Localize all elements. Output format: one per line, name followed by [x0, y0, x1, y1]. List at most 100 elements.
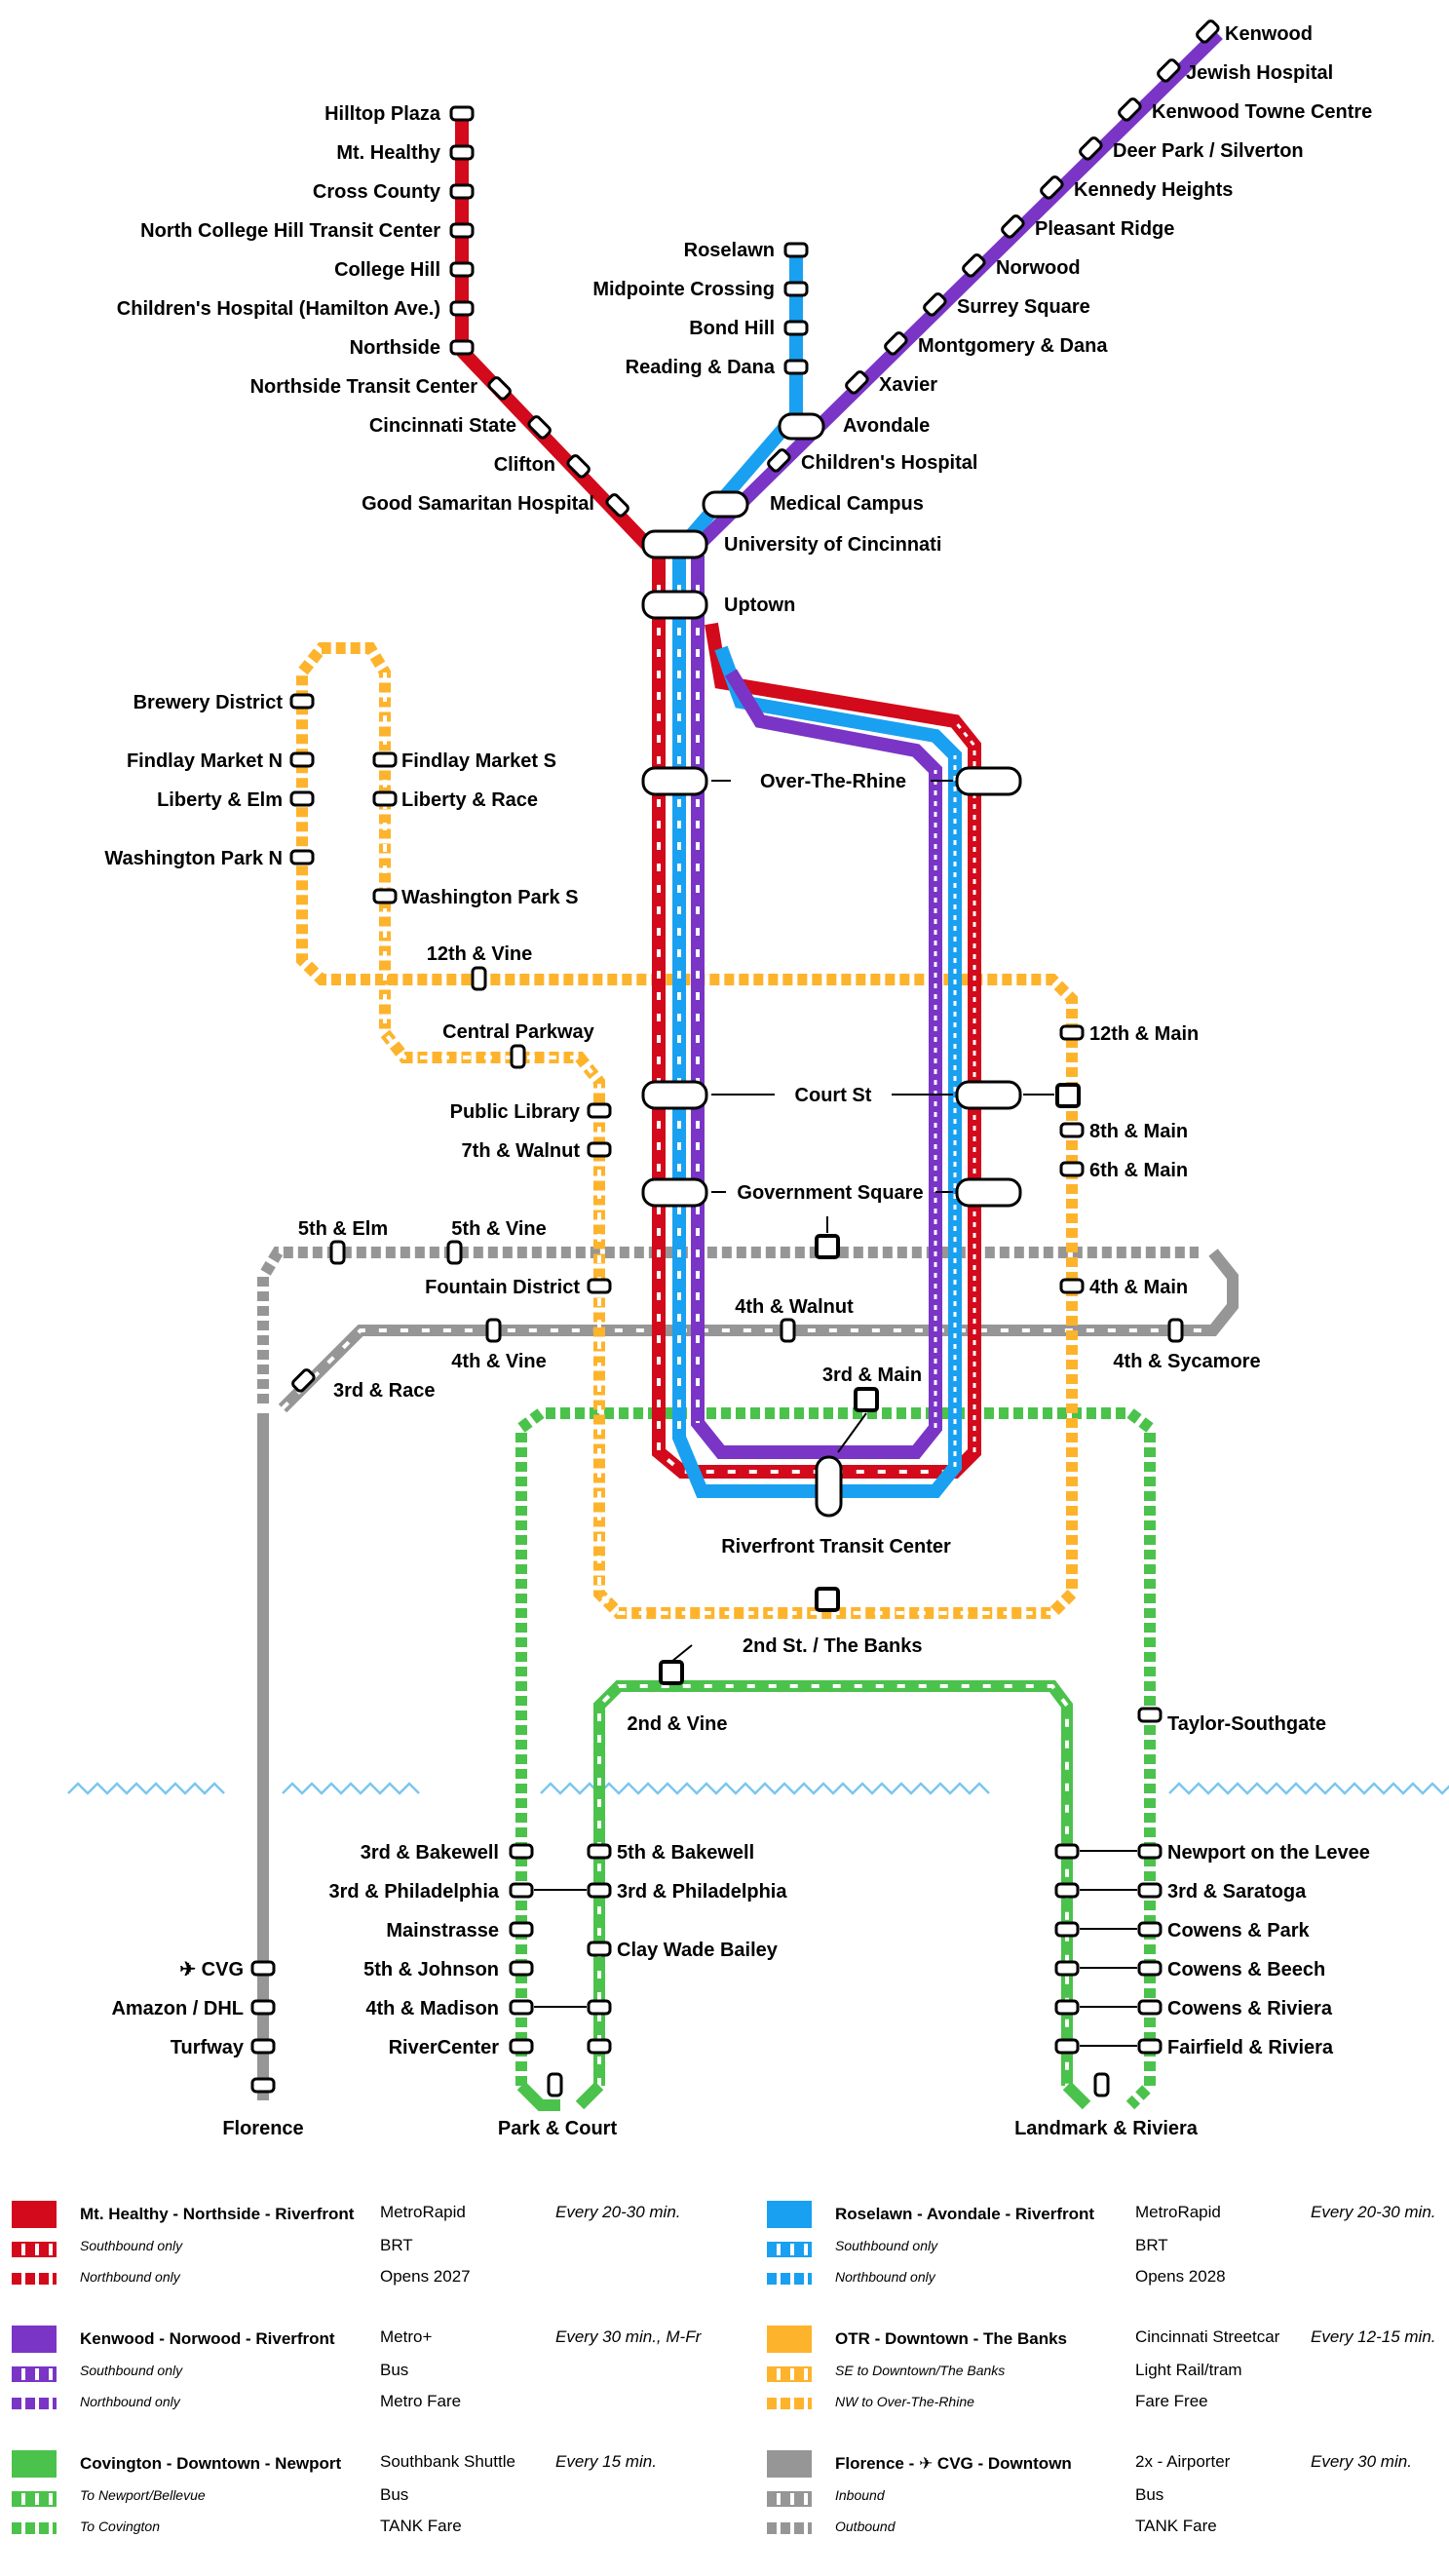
legend-swatch — [12, 2201, 57, 2228]
legend-swatch — [12, 2450, 57, 2478]
label-gov-square: Government Square — [737, 1182, 923, 1204]
label-fifth-elm: 5th & Elm — [298, 1218, 388, 1240]
legend-mode: Bus — [380, 2485, 409, 2504]
legend-mode: BRT — [380, 2236, 413, 2254]
label-childrens-hamilton: Children's Hospital (Hamilton Ave.) — [117, 298, 440, 320]
label-jewish-hospital: Jewish Hospital — [1186, 62, 1333, 84]
label-kenwood-towne: Kenwood Towne Centre — [1152, 101, 1372, 123]
label-seventh-walnut: 7th & Walnut — [462, 1140, 581, 1162]
label-park-court: Park & Court — [498, 2118, 618, 2139]
label-sixth-main: 6th & Main — [1089, 1160, 1188, 1181]
label-reading-dana: Reading & Dana — [626, 357, 776, 378]
transfer-connectors — [534, 780, 1137, 2047]
legend-direction-2: Northbound only — [835, 2269, 935, 2285]
legend-direction-2: NW to Over-The-Rhine — [835, 2394, 974, 2409]
label-pleasant-ridge: Pleasant Ridge — [1035, 218, 1174, 240]
label-deer-park: Deer Park / Silverton — [1113, 140, 1304, 162]
legend-direction-1: To Newport/Bellevue — [80, 2487, 206, 2503]
label-second-banks: 2nd St. / The Banks — [743, 1635, 922, 1657]
label-brewery-district: Brewery District — [133, 692, 284, 713]
ohio-river — [67, 1782, 1449, 1795]
label-college-hill: College Hill — [334, 259, 440, 281]
route-gray-airporter — [257, 1247, 1239, 2100]
label-florence: Florence — [222, 2118, 303, 2139]
label-central-parkway: Central Parkway — [442, 1021, 595, 1043]
label-third-philadelphia-w: 3rd & Philadelphia — [329, 1881, 500, 1903]
label-fourth-madison: 4th & Madison — [365, 1998, 499, 2019]
legend-fare: Opens 2027 — [380, 2267, 471, 2286]
legend-swatch — [767, 2201, 812, 2228]
label-fifth-bakewell: 5th & Bakewell — [617, 1842, 754, 1864]
legend-direction-2: Northbound only — [80, 2269, 180, 2285]
legend-service: MetroRapid — [380, 2203, 466, 2221]
label-otr: Over-The-Rhine — [760, 771, 906, 792]
label-midpointe: Midpointe Crossing — [592, 279, 775, 300]
label-cvg: ✈ CVG — [179, 1959, 244, 1980]
legend-direction-1: Southbound only — [80, 2238, 183, 2253]
label-liberty-elm: Liberty & Elm — [157, 789, 283, 811]
legend-mode: Bus — [380, 2361, 409, 2379]
legend-mini-swatch-1 — [767, 2491, 812, 2507]
legend-frequency: Every 30 min., M-Fr — [555, 2327, 702, 2346]
legend-route-name: Covington - Downtown - Newport — [80, 2454, 342, 2473]
label-kennedy-heights: Kennedy Heights — [1074, 179, 1233, 201]
label-third-main: 3rd & Main — [822, 1365, 922, 1386]
legend-direction-2: Northbound only — [80, 2394, 180, 2409]
legend-fare: Opens 2028 — [1135, 2267, 1226, 2286]
legend-direction-2: To Covington — [80, 2518, 160, 2534]
label-avondale: Avondale — [843, 415, 930, 437]
legend-mini-swatch-2 — [12, 2522, 57, 2534]
legend-mini-swatch-1 — [12, 2366, 57, 2382]
transit-map: Hilltop Plaza Mt. Healthy Cross County N… — [67, 19, 1449, 2139]
legend-route-name: Florence - ✈ CVG - Downtown — [835, 2454, 1072, 2473]
legend-fare: TANK Fare — [1135, 2517, 1217, 2535]
label-second-vine: 2nd & Vine — [628, 1713, 728, 1735]
legend-frequency: Every 20-30 min. — [555, 2203, 681, 2221]
legend-mode: Light Rail/tram — [1135, 2361, 1242, 2379]
label-northside: Northside — [350, 337, 440, 359]
label-childrens-hospital: Children's Hospital — [801, 452, 977, 474]
label-landmark-riviera: Landmark & Riviera — [1014, 2118, 1199, 2139]
legend-mini-swatch-2 — [12, 2398, 57, 2409]
legend-mode: BRT — [1135, 2236, 1168, 2254]
label-cowens-beech: Cowens & Beech — [1167, 1959, 1325, 1980]
legend-mini-swatch-2 — [767, 2398, 812, 2409]
legend-frequency: Every 20-30 min. — [1311, 2203, 1436, 2221]
label-northside-tc: Northside Transit Center — [250, 376, 478, 398]
label-third-saratoga: 3rd & Saratoga — [1167, 1881, 1307, 1903]
label-fourth-vine: 4th & Vine — [451, 1351, 546, 1372]
label-eighth-main: 8th & Main — [1089, 1121, 1188, 1142]
label-kenwood: Kenwood — [1225, 23, 1313, 45]
legend-direction-1: Southbound only — [80, 2363, 183, 2378]
label-fourth-main: 4th & Main — [1089, 1277, 1188, 1298]
label-bond-hill: Bond Hill — [689, 318, 775, 339]
label-riverfront-tc: Riverfront Transit Center — [721, 1536, 951, 1557]
label-washington-n: Washington Park N — [104, 848, 283, 869]
label-clifton: Clifton — [494, 454, 555, 476]
label-mt-healthy: Mt. Healthy — [336, 142, 441, 164]
station-markers — [250, 19, 1220, 2097]
legend-fare: TANK Fare — [380, 2517, 462, 2535]
legend-swatch — [767, 2450, 812, 2478]
label-public-library: Public Library — [450, 1101, 581, 1123]
legend-swatch — [767, 2326, 812, 2353]
legend-direction-1: Southbound only — [835, 2238, 938, 2253]
legend-frequency: Every 15 min. — [555, 2452, 657, 2471]
label-good-samaritan: Good Samaritan Hospital — [362, 493, 594, 515]
legend-direction-1: Inbound — [835, 2487, 885, 2503]
label-washington-s: Washington Park S — [401, 887, 579, 908]
label-liberty-race: Liberty & Race — [401, 789, 538, 811]
legend-frequency: Every 30 min. — [1311, 2452, 1412, 2471]
label-court-st: Court St — [795, 1085, 872, 1106]
label-xavier: Xavier — [879, 374, 937, 396]
legend-service: MetroRapid — [1135, 2203, 1221, 2221]
label-fountain-district: Fountain District — [425, 1277, 580, 1298]
station-labels: Hilltop Plaza Mt. Healthy Cross County N… — [104, 23, 1372, 2139]
label-fairfield-riviera: Fairfield & Riviera — [1167, 2037, 1334, 2058]
label-fourth-walnut: 4th & Walnut — [735, 1296, 854, 1318]
label-montgomery-dana: Montgomery & Dana — [918, 335, 1108, 357]
